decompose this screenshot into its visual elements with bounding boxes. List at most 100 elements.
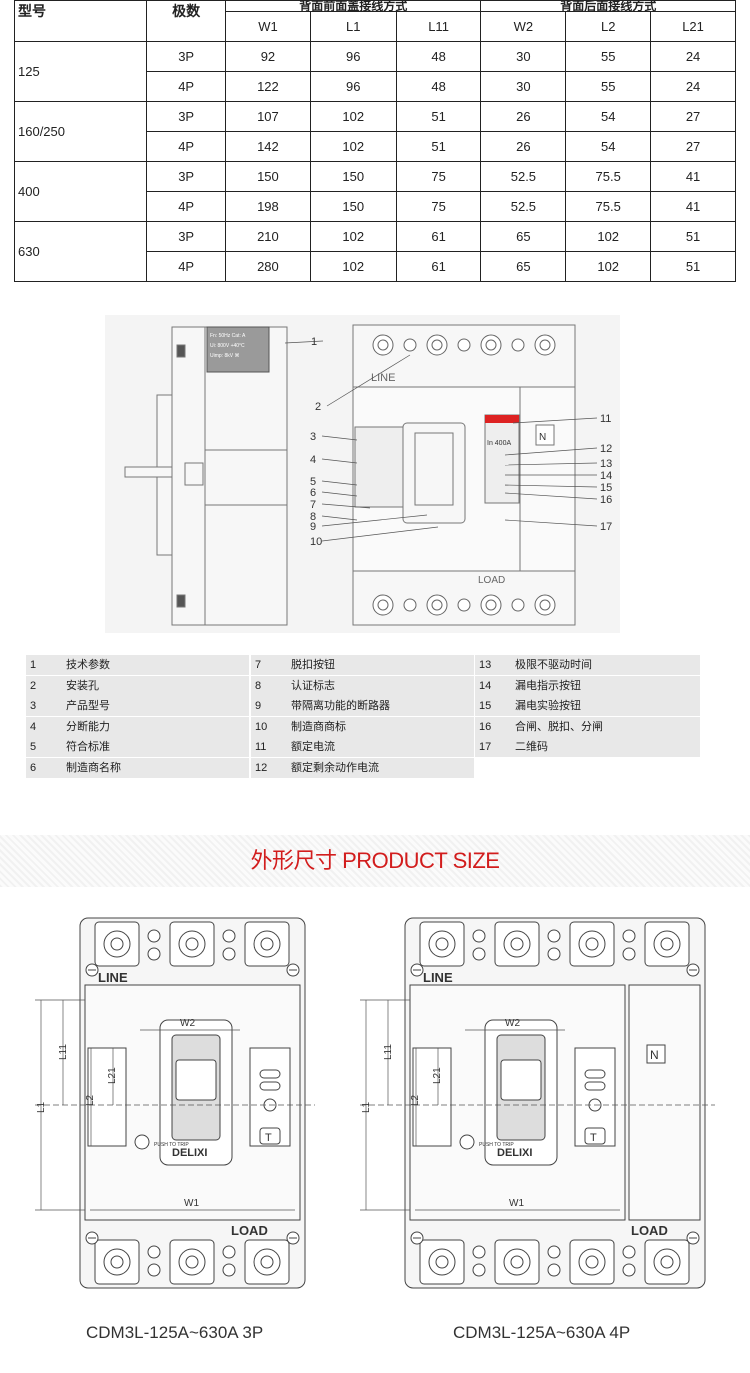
model-cell: 125 (13, 41, 148, 102)
value-cell: 30 (480, 41, 567, 72)
table-body: 型号 极数 背面前面盖接线方式 背面后面接线方式 W1 L1 L11 W2 L2… (13, 0, 736, 282)
legend-text: 制造商名称 (66, 761, 121, 774)
terminal-screw-core (585, 1255, 599, 1269)
n-label: N (539, 432, 546, 443)
l2-label: L2 (410, 1094, 421, 1106)
legend-number: 13 (479, 659, 492, 671)
legend-number: 12 (255, 761, 268, 774)
terminal-screw-core (260, 937, 274, 951)
rib-hole (472, 1245, 486, 1259)
l11-label: L11 (58, 1044, 69, 1060)
value-cell: 92 (225, 41, 311, 72)
legend-text: 合闸、脱扣、分闸 (515, 720, 603, 733)
n-badge (646, 1044, 666, 1064)
value-cell: 150 (309, 191, 397, 222)
callout-number: 2 (315, 401, 321, 413)
legend-text: 技术参数 (66, 659, 110, 671)
w1-label: W1 (509, 1198, 524, 1209)
dimension-table: 型号 极数 背面前面盖接线方式 背面后面接线方式 W1 L1 L11 W2 L2… (13, 0, 736, 282)
model-cell: 400 (13, 161, 148, 222)
terminal-row-bottom (372, 594, 556, 616)
legend-number: 7 (255, 659, 262, 671)
callout-number: 14 (600, 470, 612, 482)
terminal-screw-core (110, 1255, 124, 1269)
value-cell: 26 (480, 131, 567, 162)
callout-leader (504, 519, 598, 527)
rib-hole (472, 947, 486, 961)
callout-leader (321, 515, 358, 521)
l21-label: L21 (107, 1067, 118, 1084)
rib-hole (622, 1263, 636, 1277)
pole-header: 极数 (146, 0, 227, 42)
pole-cell: 3P (146, 41, 227, 72)
test-button (259, 1127, 281, 1145)
value-cell: 102 (565, 251, 652, 282)
indicator-2 (584, 1081, 606, 1091)
legend-text: 安装孔 (66, 679, 99, 692)
callout-leader (321, 435, 358, 441)
callout-number: 13 (600, 458, 612, 470)
pole-cell: 4P (146, 191, 227, 222)
model-cell: 630 (13, 221, 148, 282)
rib-hole (622, 1245, 636, 1259)
callout-number: 8 (310, 511, 316, 523)
callout-leader (321, 491, 358, 497)
callout-number: 11 (600, 413, 611, 425)
brand-logo: DELIXI (497, 1147, 532, 1159)
callout-number: 16 (600, 494, 612, 506)
model-cell: 160/250 (13, 101, 148, 162)
value-cell: 61 (395, 251, 482, 282)
legend-number: 16 (479, 720, 492, 733)
rib-hole (222, 1263, 236, 1277)
callout-number: 12 (600, 443, 612, 455)
value-cell: 102 (565, 221, 652, 252)
trip-button (134, 1134, 150, 1150)
rib-hole (622, 947, 636, 961)
col-header: L21 (650, 11, 736, 42)
legend-number: 2 (30, 679, 37, 692)
legend-text: 脱扣按钮 (291, 659, 335, 671)
line-label: LINE (98, 970, 128, 985)
legend-number: 3 (30, 700, 37, 712)
terminal-row-top (372, 334, 556, 356)
side-view (124, 326, 288, 626)
brand-logo: DELIXI (172, 1147, 207, 1159)
dimension-lines (35, 999, 315, 1211)
l2-label: L2 (85, 1094, 96, 1106)
rib-hole (222, 1245, 236, 1259)
callout-leader (512, 417, 598, 424)
terminal-screw-core (110, 937, 124, 951)
legend-item: 2 安装孔 (26, 675, 249, 696)
w2-label: W2 (505, 1018, 520, 1029)
breaker-parts-diagram: Fn: 50Hz Cat: A Ui: 800V +40°C Uimp: 8kV… (105, 315, 620, 633)
load-label: LOAD (231, 1223, 268, 1238)
n-pole-cover (628, 984, 701, 1221)
rib-hole (472, 929, 486, 943)
value-cell: 48 (395, 71, 482, 102)
value-cell: 51 (650, 251, 736, 282)
terminal-screw-core (660, 1255, 674, 1269)
value-cell: 122 (225, 71, 311, 102)
callout-number: 10 (310, 536, 322, 548)
value-cell: 41 (650, 191, 736, 222)
value-cell: 30 (480, 71, 567, 102)
callout-number: 1 (311, 336, 317, 348)
indicator-2 (259, 1081, 281, 1091)
pole-cell: 4P (146, 71, 227, 102)
test-button (584, 1127, 606, 1145)
value-cell: 102 (309, 221, 397, 252)
legend-item: 7 脱扣按钮 (251, 655, 474, 675)
callout-number: 17 (600, 521, 612, 533)
handle (175, 1059, 217, 1101)
value-cell: 65 (480, 251, 567, 282)
rib-hole (622, 929, 636, 943)
value-cell: 55 (565, 71, 652, 102)
value-cell: 27 (650, 101, 736, 132)
